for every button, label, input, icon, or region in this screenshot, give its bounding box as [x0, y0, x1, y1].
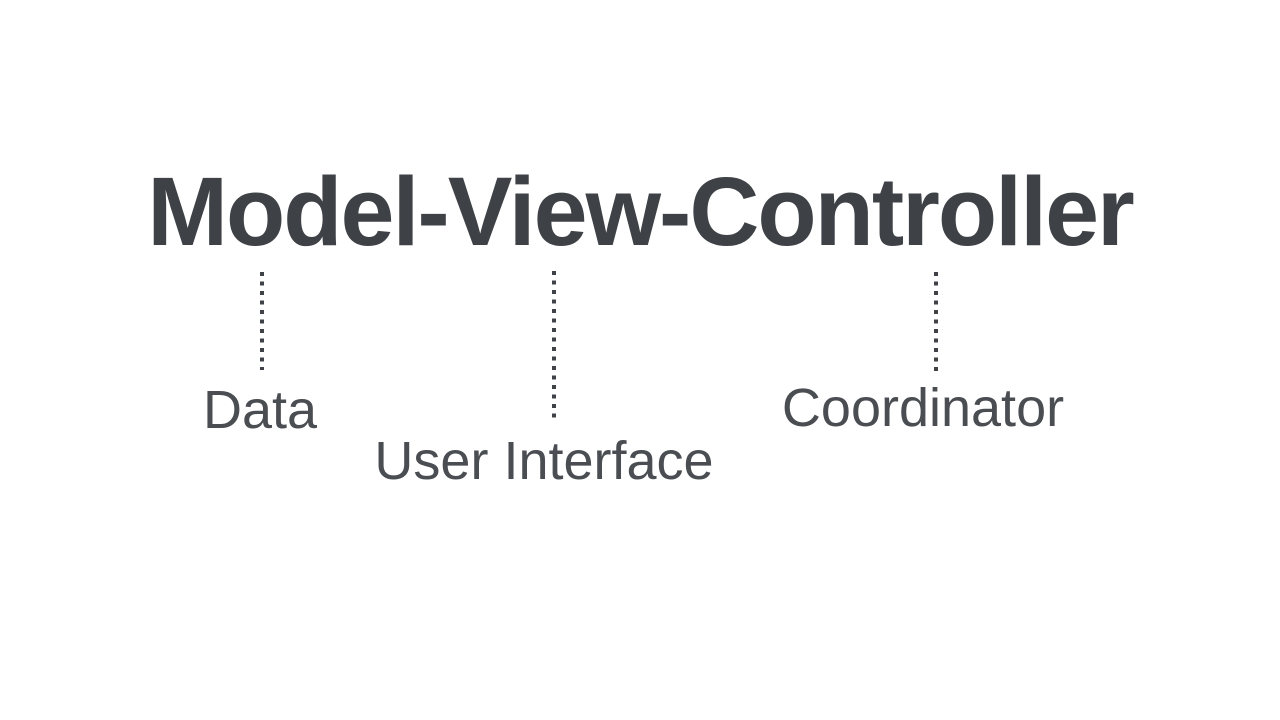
- dotted-connector-controller: [934, 272, 938, 371]
- annotation-label-view: User Interface: [374, 431, 714, 491]
- diagram-title: Model-View-Controller: [147, 157, 1135, 266]
- annotation-label-controller: Coordinator: [781, 378, 1065, 438]
- dotted-connector-view: [552, 271, 556, 420]
- annotation-label-model: Data: [202, 380, 318, 440]
- dotted-connector-model: [260, 272, 264, 370]
